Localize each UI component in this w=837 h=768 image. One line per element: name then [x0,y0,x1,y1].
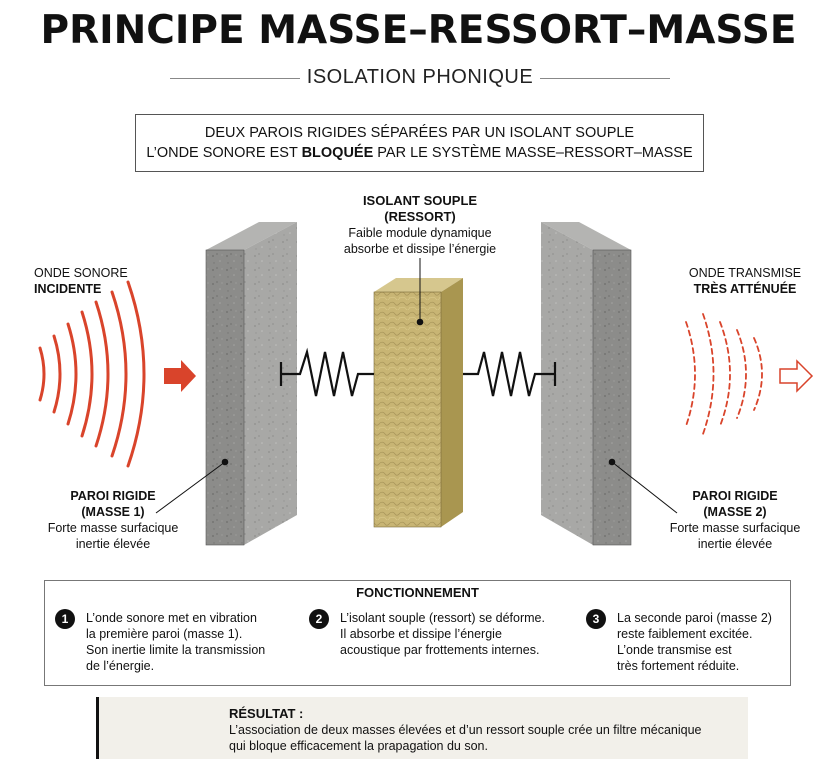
subtitle-row: ISOLATION PHONIQUE [170,62,670,92]
intro-line-2-prefix: L’ONDE SONORE EST [146,145,302,161]
step-3-line-4: très fortement réduite. [617,659,740,673]
incident-wave-icon [38,280,146,468]
left-wall-desc-1: Forte masse surfacique [47,521,179,535]
incident-line-1: ONDE SONORE [34,266,128,280]
step-1-line-3: Son inertie limite la transmission [86,643,266,657]
intro-line-2-bold: BLOQUÉE [301,145,374,161]
isolant-title-2: (RESSORT) [384,209,456,224]
left-wall [205,222,297,546]
transmitted-label: ONDE TRANSMISE TRÈS ATTÉNUÉE [680,265,810,297]
incident-line-2: INCIDENTE [34,282,102,296]
left-wall-desc-2: inertie élevée [75,537,151,551]
result-line-2: qui bloque efficacement la prapagation d… [229,739,488,753]
step-2-number: 2 [309,609,329,629]
transmitted-line-1: ONDE TRANSMISE [688,266,802,280]
leader-lines [155,258,678,514]
step-3-text: La seconde paroi (masse 2) reste faiblem… [617,610,787,674]
incident-label: ONDE SONORE INCIDENTE [34,265,184,297]
right-wall-label: PAROI RIGIDE (MASSE 2) Forte masse surfa… [655,488,815,552]
step-1-line-2: la première paroi (masse 1). [86,627,243,641]
result-box [96,697,748,759]
left-spring [279,347,374,397]
left-wall-title-2: (MASSE 1) [81,505,145,519]
functioning-box [44,580,791,686]
right-wall-desc-1: Forte masse surfacique [669,521,801,535]
page-title: PRINCIPE MASSE–RESSORT–MASSE [40,8,797,53]
result-title: RÉSULTAT : [229,706,304,721]
right-spring [463,351,557,397]
subtitle-divider-left [170,78,300,79]
step-2-text: L’isolant souple (ressort) se déforme. I… [340,610,560,658]
page-subtitle: ISOLATION PHONIQUE [306,66,534,88]
step-1-text: L’onde sonore met en vibration la premiè… [86,610,286,674]
right-wall-title-1: PAROI RIGIDE [692,489,778,503]
isolant-desc-1: Faible module dynamique [348,226,492,240]
left-wall-label: PAROI RIGIDE (MASSE 1) Forte masse surfa… [38,488,188,552]
result-line-1: L’association de deux masses élevées et … [229,723,702,737]
intro-line-2: L’ONDE SONORE EST BLOQUÉE PAR LE SYSTÈME… [136,143,703,163]
transmitted-line-2: TRÈS ATTÉNUÉE [693,282,797,296]
insulation-block [373,278,463,528]
transmitted-arrow-icon [779,359,814,393]
isolant-desc-2: absorbe et dissipe l’énergie [343,242,497,256]
right-wall-desc-2: inertie élevée [697,537,773,551]
step-1-line-4: de l’énergie. [86,659,155,673]
functioning-title: FONCTIONNEMENT [356,585,479,600]
intro-line-1: DEUX PAROIS RIGIDES SÉPARÉES PAR UN ISOL… [204,125,635,141]
step-3-number: 3 [586,609,606,629]
step-2-line-1: L’isolant souple (ressort) se déforme. [340,611,545,625]
step-3-line-2: reste faiblement excitée. [617,627,753,641]
right-wall [541,222,632,546]
isolant-label: ISOLANT SOUPLE (RESSORT) Faible module d… [330,193,510,257]
right-wall-title-2: (MASSE 2) [703,505,767,519]
incident-arrow-icon [164,360,196,392]
step-2-line-2: Il absorbe et dissipe l’énergie [340,627,502,641]
isolant-title-1: ISOLANT SOUPLE [362,193,478,208]
intro-line-2-suffix: PAR LE SYSTÈME MASSE–RESSORT–MASSE [373,145,693,161]
subtitle-divider-right [540,78,670,79]
intro-box: DEUX PAROIS RIGIDES SÉPARÉES PAR UN ISOL… [135,114,704,172]
result-text: L’association de deux masses élevées et … [229,722,702,754]
step-3-line-3: L’onde transmise est [617,643,732,657]
left-wall-title-1: PAROI RIGIDE [70,489,156,503]
step-1-number: 1 [55,609,75,629]
transmitted-wave-icon [685,313,763,435]
step-3-line-1: La seconde paroi (masse 2) [617,611,772,625]
step-1-line-1: L’onde sonore met en vibration [86,611,257,625]
step-2-line-3: acoustique par frottements internes. [340,643,540,657]
